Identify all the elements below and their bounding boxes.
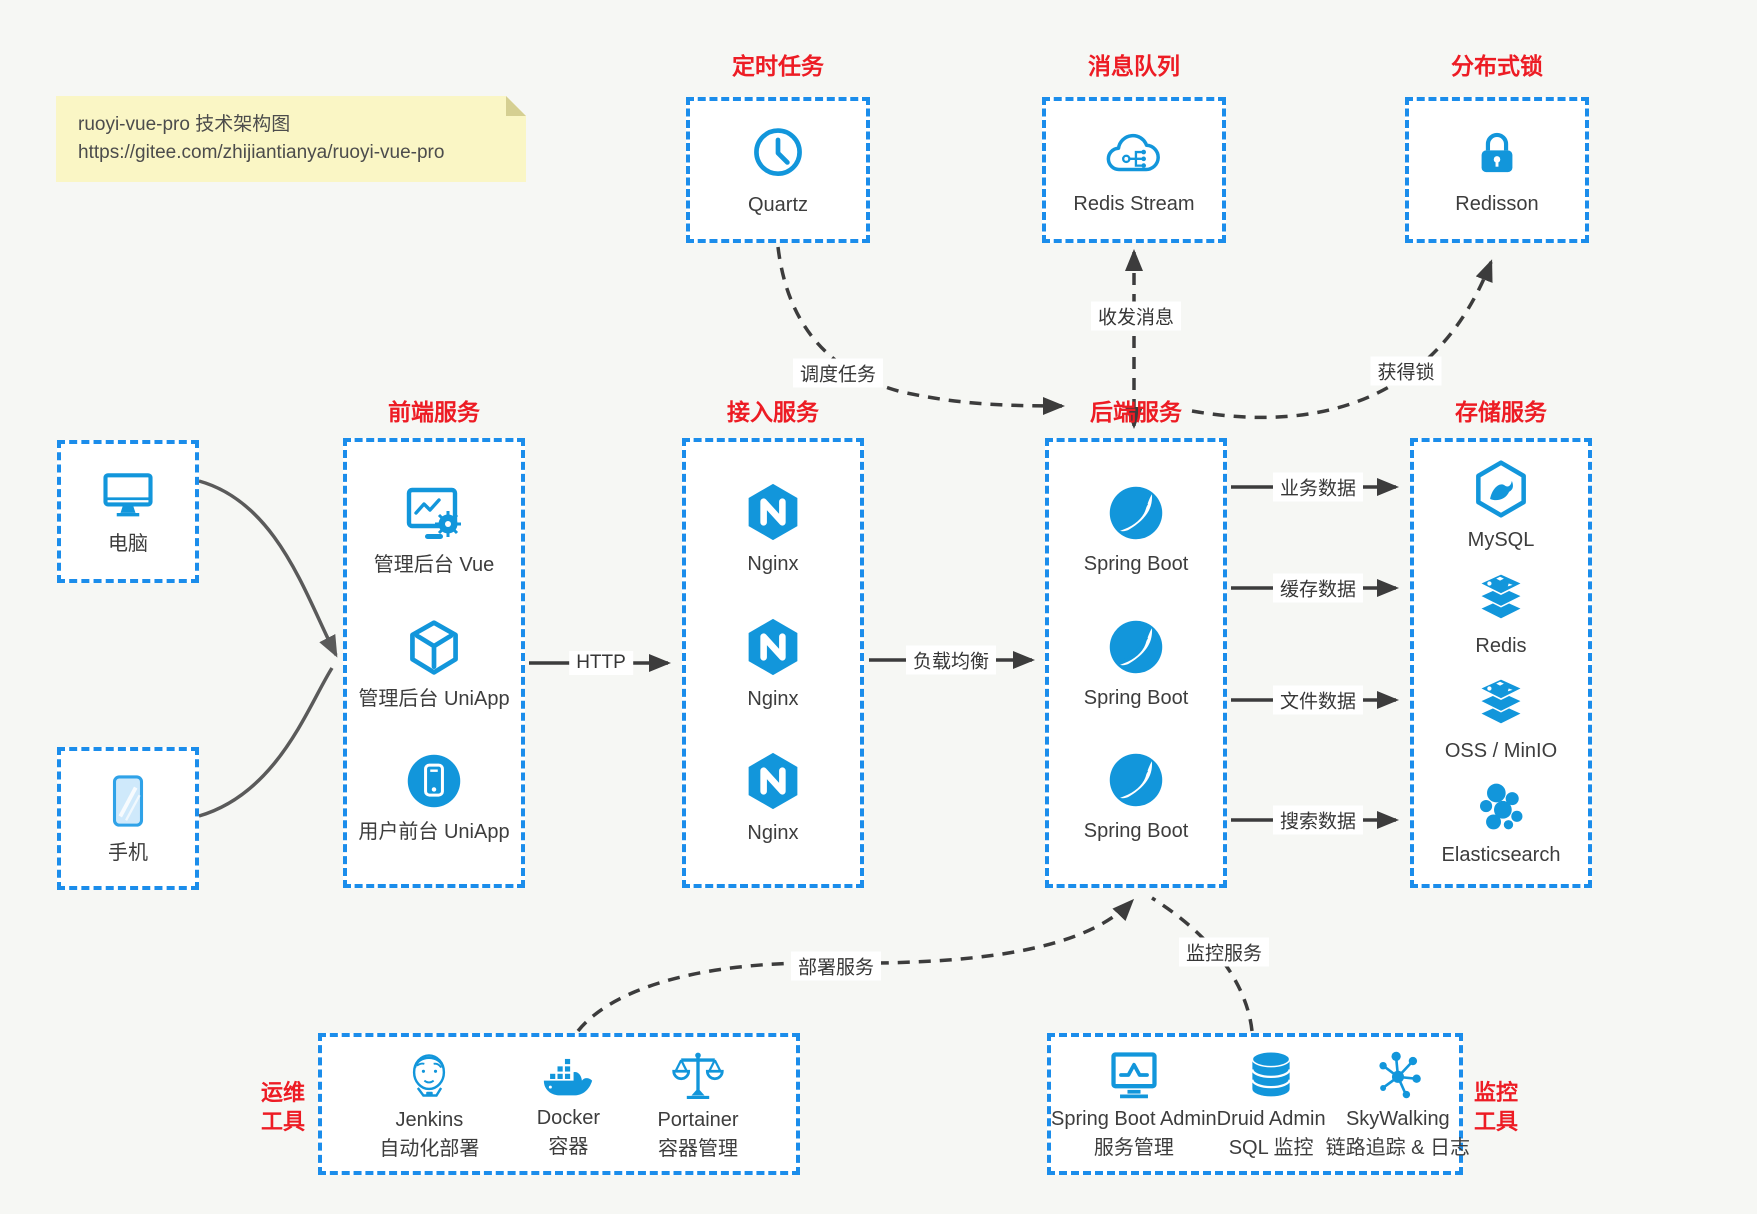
nginx-icon [743, 616, 803, 678]
spring-boot-label: Spring Boot [1083, 552, 1189, 575]
nginx-icon [743, 750, 803, 812]
mobile-label: 手机 [108, 842, 148, 864]
oss-minio-label: OSS / MinIO [1444, 740, 1558, 763]
user-uniapp-label: 用户前台 UniApp [358, 820, 510, 843]
title-note: ruoyi-vue-pro 技术架构图 https://gitee.com/zh… [56, 96, 526, 182]
spring-boot-icon [1106, 483, 1166, 543]
section-title-message-queue: 消息队列 [1088, 53, 1180, 79]
oss-icon [1470, 674, 1532, 730]
section-title-distributed-lock: 分布式锁 [1451, 53, 1543, 79]
jenkins-sublabel: 自动化部署 [379, 1138, 480, 1160]
note-title: ruoyi-vue-pro 技术架构图 [78, 114, 291, 135]
spring-boot-icon [1106, 750, 1166, 810]
nginx-icon [743, 481, 803, 543]
nginx-label: Nginx [747, 687, 799, 710]
redisson-label: Redisson [1455, 192, 1539, 215]
lock-icon [1468, 125, 1526, 183]
admin-vue-icon [401, 482, 467, 544]
box-gateway-services: Nginx Nginx Nginx [682, 438, 864, 888]
edge-label-search-data: 搜索数据 [1272, 805, 1364, 835]
jenkins-icon [402, 1047, 456, 1103]
skywalking-sublabel: 链路追踪 & 日志 [1325, 1137, 1471, 1159]
mysql-label: MySQL [1467, 528, 1535, 551]
section-title-ops-tools: 运维 工具 [260, 1080, 306, 1134]
box-redisson: Redisson [1405, 97, 1589, 243]
portainer-label: Portainer [657, 1109, 739, 1131]
section-title-backend: 后端服务 [1090, 399, 1182, 425]
portainer-sublabel: 容器管理 [658, 1138, 739, 1160]
box-quartz: Quartz [686, 97, 870, 243]
edge-label-load-balance: 负载均衡 [905, 645, 997, 675]
spring-boot-label: Spring Boot [1083, 820, 1189, 843]
admin-uniapp-label: 管理后台 UniApp [358, 687, 510, 710]
pc-label: 电脑 [108, 533, 148, 555]
box-mobile-client: 手机 [57, 747, 199, 890]
section-title-scheduled-jobs: 定时任务 [732, 53, 824, 79]
edge-label-http: HTTP [569, 651, 633, 675]
box-pc-client: 电脑 [57, 440, 199, 583]
spring-boot-admin-sublabel: 服务管理 [1093, 1137, 1174, 1159]
box-backend-services: Spring Boot Spring Boot Spring Boot [1045, 438, 1227, 888]
edge-label-deploy: 部署服务 [790, 951, 882, 981]
portainer-icon [670, 1047, 726, 1103]
clock-icon [748, 124, 808, 184]
box-redis-stream: Redis Stream [1042, 97, 1226, 243]
note-url: https://gitee.com/zhijiantianya/ruoyi-vu… [78, 142, 445, 163]
elasticsearch-label: Elasticsearch [1441, 844, 1561, 867]
user-uniapp-icon [404, 751, 464, 811]
edge-label-cache-data: 缓存数据 [1272, 573, 1364, 603]
redis-stream-label: Redis Stream [1073, 192, 1195, 215]
docker-icon [538, 1049, 598, 1101]
redis-label: Redis [1475, 634, 1527, 657]
nginx-label: Nginx [747, 553, 799, 576]
druid-icon [1244, 1048, 1298, 1102]
edge-label-business-data: 业务数据 [1272, 472, 1364, 502]
docker-sublabel: 容器 [548, 1136, 589, 1158]
section-title-frontend: 前端服务 [388, 399, 480, 425]
box-frontend-services: 管理后台 Vue 管理后台 UniApp 用户前台 UniApp [343, 438, 525, 888]
redis-icon [1470, 569, 1532, 625]
spring-boot-label: Spring Boot [1083, 686, 1189, 709]
druid-admin-sublabel: SQL 监控 [1228, 1137, 1314, 1159]
section-title-gateway: 接入服务 [727, 399, 819, 425]
druid-admin-label: Druid Admin [1216, 1108, 1326, 1130]
edge-label-lock: 获得锁 [1370, 356, 1442, 386]
desktop-icon [98, 467, 158, 523]
skywalking-icon [1371, 1048, 1425, 1102]
uniapp-cube-icon [404, 618, 464, 678]
box-storage-services: MySQL Redis OSS / MinIO Elasticsearch [1410, 438, 1592, 888]
box-ops-tools: Jenkins 自动化部署 Docker 容器 Portainer 容器管理 [318, 1033, 800, 1175]
nginx-label: Nginx [747, 821, 799, 844]
sba-icon [1105, 1048, 1163, 1102]
smartphone-icon [101, 772, 155, 832]
elasticsearch-icon [1473, 780, 1529, 834]
section-title-monitor-tools: 监控 工具 [1473, 1080, 1519, 1134]
docker-label: Docker [536, 1107, 601, 1129]
edge-label-dispatch: 调度任务 [792, 358, 884, 388]
edge-label-file-data: 文件数据 [1272, 685, 1364, 715]
spring-boot-icon [1106, 617, 1166, 677]
admin-vue-label: 管理后台 Vue [373, 554, 495, 577]
section-title-storage: 存储服务 [1455, 399, 1547, 425]
mysql-icon [1472, 459, 1530, 519]
skywalking-label: SkyWalking [1345, 1108, 1450, 1130]
quartz-label: Quartz [747, 193, 809, 216]
box-monitor-tools: Spring Boot Admin 服务管理 Druid Admin SQL 监… [1047, 1033, 1470, 1175]
spring-boot-admin-label: Spring Boot Admin [1051, 1108, 1217, 1130]
cloud-mq-icon [1103, 125, 1165, 183]
edge-label-messaging: 收发消息 [1090, 301, 1182, 331]
edge-label-monitor: 监控服务 [1178, 937, 1270, 967]
jenkins-label: Jenkins [395, 1109, 464, 1131]
